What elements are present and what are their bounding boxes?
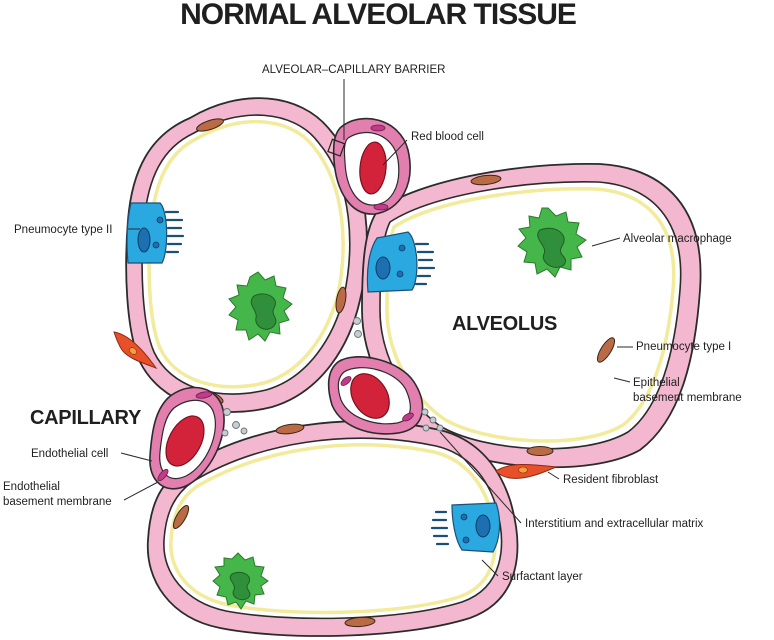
endothelial-cell — [157, 468, 169, 482]
pneumocyte-type-1-cell — [596, 337, 616, 363]
endothelial-bm-leader — [123, 481, 159, 501]
alveolar-macrophage-label: Alveolar macrophage — [623, 233, 732, 245]
pneumocyte-type-1-cell — [172, 505, 190, 529]
endothelial-cell-leader — [120, 452, 153, 462]
alveolus-top-left — [125, 97, 368, 413]
capillary-top — [327, 117, 411, 215]
pneumocyte-type-1-cell — [526, 446, 554, 456]
pneumocyte-type-1-cell — [344, 616, 376, 628]
endothelial-cell-label: Endothelial cell — [31, 448, 108, 460]
alveolar-macrophage-cell — [228, 271, 293, 342]
fibroblast-right — [495, 464, 558, 479]
alveolar-macrophage-cell — [517, 207, 587, 278]
pneumocyte-type-2-cell — [430, 502, 501, 553]
pneumocyte-type-1-cell — [275, 423, 305, 435]
capillary-region-label: CAPILLARY — [30, 407, 142, 429]
endothelial-cell — [195, 391, 213, 399]
pneumocyte-type-2-cell — [126, 202, 185, 264]
interstitium-label: Interstitium and extracellular matrix — [525, 518, 704, 530]
interstitium-leader — [439, 431, 522, 524]
red-blood-cell — [359, 141, 387, 195]
diagram-title: NORMAL ALVEOLAR TISSUE — [180, 0, 576, 31]
endothelial-cell — [340, 376, 352, 386]
interstitium-matrix — [221, 317, 444, 437]
barrier-marker-box — [327, 138, 346, 157]
epithelial-bm-label-line1: Epithelial — [633, 377, 680, 389]
red-blood-cell-leader — [382, 139, 408, 166]
endothelial-cell — [402, 412, 414, 422]
alveolar-macrophage-leader — [591, 237, 621, 247]
surfactant-layer-leader — [481, 559, 499, 577]
red-blood-cell-label: Red blood cell — [411, 131, 484, 143]
epithelial-bm-leader — [613, 377, 631, 383]
capillary-left — [149, 386, 225, 490]
resident-fibroblast-label: Resident fibroblast — [563, 474, 659, 486]
epithelial-bm-label-line2: basement membrane — [633, 392, 742, 404]
capillary-middle — [327, 356, 424, 435]
alveolus-region-label: ALVEOLUS — [452, 313, 557, 335]
endothelial-cell — [373, 203, 389, 211]
pneumocyte-type-2-cell — [366, 231, 436, 293]
endothelial-bm-label-line2: basement membrane — [3, 496, 112, 508]
pneumocyte-type-1-cell — [335, 286, 347, 314]
pneumocyte-type-1-label: Pneumocyte type I — [636, 341, 731, 353]
resident-fibroblast-leader — [547, 471, 560, 480]
alveolus-right — [361, 162, 702, 469]
alveolus-bottom — [146, 420, 519, 637]
surfactant-layer-label: Surfactant layer — [502, 571, 583, 583]
pneumocyte-type-2-label: Pneumocyte type II — [14, 224, 112, 236]
barrier-label: ALVEOLAR–CAPILLARY BARRIER — [262, 64, 445, 76]
pneumocyte-type-1-cell — [196, 118, 224, 132]
red-blood-cell — [165, 415, 205, 467]
red-blood-cell — [350, 373, 390, 419]
pneumocyte-type-1-cell — [470, 174, 502, 186]
endothelial-bm-label-line1: Endothelial — [3, 481, 60, 493]
endothelial-cell — [370, 124, 386, 132]
alveolar-macrophage-cell — [212, 552, 269, 610]
fibroblast-left — [113, 331, 158, 370]
